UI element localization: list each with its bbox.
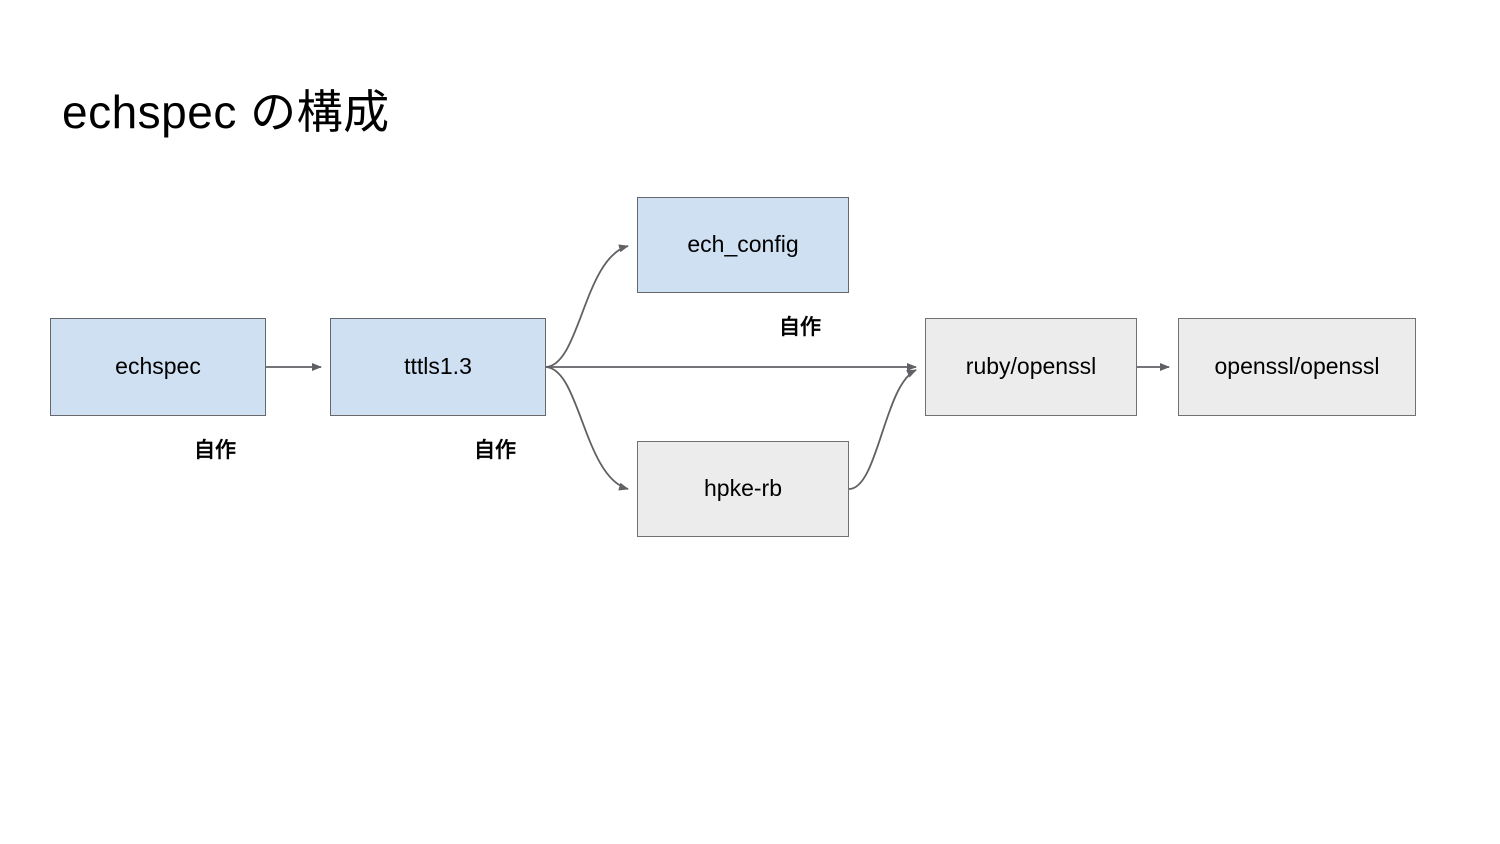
- node-label: tttls1.3: [404, 353, 472, 380]
- node-label: openssl/openssl: [1214, 353, 1380, 380]
- node-label: hpke-rb: [704, 475, 782, 502]
- node-echspec[interactable]: echspec: [50, 318, 266, 416]
- node-ruby-openssl[interactable]: ruby/openssl: [925, 318, 1137, 416]
- node-hpke-rb[interactable]: hpke-rb: [637, 441, 849, 537]
- page-title: echspec の構成: [62, 86, 390, 138]
- edge-hpke-rb-ruby-openssl: [848, 369, 917, 490]
- annotation-echspec: 自作: [194, 438, 236, 462]
- edge-tttls13-hpke-rb: [545, 366, 629, 491]
- node-label: ruby/openssl: [965, 353, 1097, 380]
- node-openssl-openssl[interactable]: openssl/openssl: [1178, 318, 1416, 416]
- edge-tttls13-ech-config: [545, 244, 629, 368]
- annotation-ech-config: 自作: [779, 315, 821, 339]
- node-label: echspec: [115, 353, 201, 380]
- annotation-tttls13: 自作: [474, 438, 516, 462]
- node-ech-config[interactable]: ech_config: [637, 197, 849, 293]
- node-tttls13[interactable]: tttls1.3: [330, 318, 546, 416]
- node-label: ech_config: [687, 231, 799, 258]
